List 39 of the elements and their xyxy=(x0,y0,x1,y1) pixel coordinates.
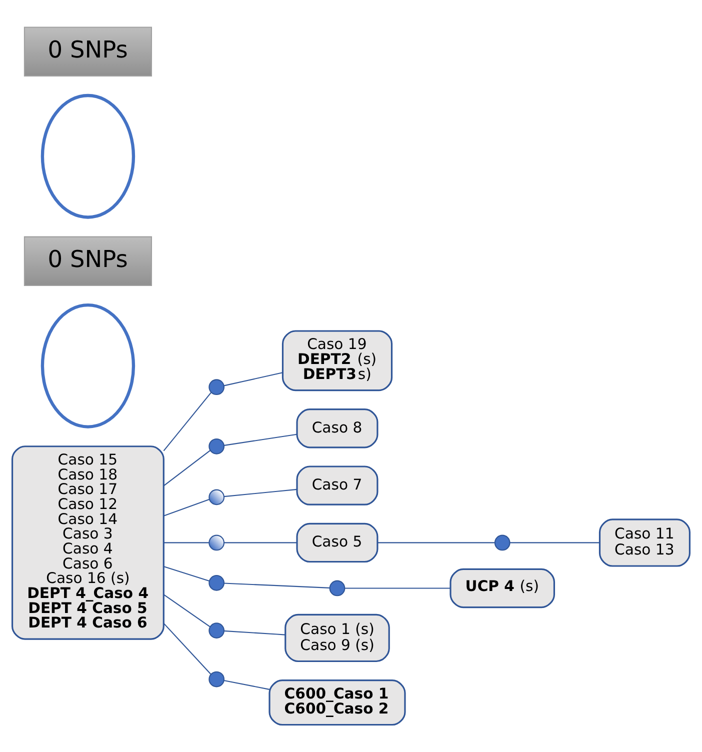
connector xyxy=(510,542,600,544)
node-circle xyxy=(208,622,225,638)
connector xyxy=(224,372,283,386)
connector xyxy=(224,542,297,544)
node-circle xyxy=(208,534,225,551)
connector xyxy=(224,488,297,498)
connector xyxy=(163,594,210,628)
connector xyxy=(378,542,495,544)
node-box: Caso 15 Caso 18 Caso 17 Caso 12 Caso 14 Caso 3 Caso 4 Caso 6 Caso 16 (s) DEPT 4_Caso 4 DEPT 4 Caso 5 DEPT 4 Caso 6 xyxy=(12,446,164,640)
connector xyxy=(224,630,286,636)
node-ellipse xyxy=(40,304,136,428)
connector xyxy=(164,542,210,544)
node-ellipse xyxy=(40,94,136,219)
node-box: Caso 19 DEPT2 (s) DEPT3s) xyxy=(282,330,393,392)
connector xyxy=(224,434,297,446)
node-circle xyxy=(208,379,225,396)
node-circle xyxy=(208,438,225,454)
node-circle xyxy=(208,489,225,506)
node-box: 0 SNPs xyxy=(24,236,152,286)
node-box: Caso 5 xyxy=(296,522,378,563)
connector xyxy=(224,582,330,588)
connector xyxy=(163,392,212,452)
connector xyxy=(224,680,270,690)
node-circle xyxy=(494,534,510,551)
connector xyxy=(164,566,210,582)
node-circle xyxy=(208,575,225,591)
connector xyxy=(163,622,212,674)
node-box: Caso 8 xyxy=(296,408,378,448)
connector xyxy=(163,450,211,486)
node-box: Caso 1 (s) Caso 9 (s) xyxy=(284,614,390,662)
node-circle xyxy=(329,580,346,596)
connector xyxy=(164,498,210,516)
node-box: Caso 7 xyxy=(296,466,378,506)
node-circle xyxy=(208,671,225,688)
node-box: UCP 4 (s) xyxy=(450,568,556,608)
node-box: Caso 11 Caso 13 xyxy=(598,518,690,567)
node-box: 0 SNPs xyxy=(24,26,152,76)
node-box: C600_Caso 1 C600_Caso 2 xyxy=(268,680,406,726)
connector xyxy=(344,588,450,589)
